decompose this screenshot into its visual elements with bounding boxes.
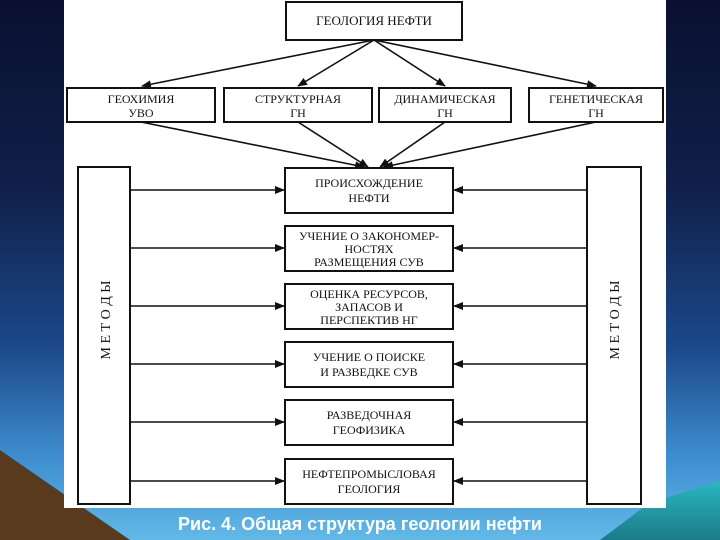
topic-exploration-theory: УЧЕНИЕ О ПОИСКЕ И РАЗВЕДКЕ СУВ (285, 342, 453, 387)
branch-dynamic: ДИНАМИЧЕСКАЯ ГН (379, 88, 511, 122)
arrow-title-to-genetic (374, 40, 596, 86)
methods-left-label: М Е Т О Д Ы (99, 281, 114, 360)
title-box: ГЕОЛОГИЯ НЕФТИ (286, 2, 462, 40)
branch-geochemistry-line2: УВО (128, 106, 154, 120)
topic-distribution-laws: УЧЕНИЕ О ЗАКОНОМЕР- НОСТЯХ РАЗМЕЩЕНИЯ СУ… (285, 226, 453, 271)
branch-genetic: ГЕНЕТИЧЕСКАЯ ГН (529, 88, 663, 122)
left-methods-arrows (130, 190, 284, 481)
topic-resource-assessment-line2: ЗАПАСОВ И (335, 300, 403, 314)
topic-oil-origin-line1: ПРОИСХОЖДЕНИЕ (315, 176, 423, 190)
branch-structural-line2: ГН (290, 106, 306, 120)
topic-distribution-laws-line3: РАЗМЕЩЕНИЯ СУВ (314, 255, 424, 269)
topic-exploration-geophysics: РАЗВЕДОЧНАЯ ГЕОФИЗИКА (285, 400, 453, 445)
topic-resource-assessment-line1: ОЦЕНКА РЕСУРСОВ, (310, 287, 428, 301)
right-methods-arrows (454, 190, 587, 481)
branch-geochemistry: ГЕОХИМИЯ УВО (67, 88, 215, 122)
branch-structural-line1: СТРУКТУРНАЯ (255, 92, 341, 106)
arrow-geochem-to-origin (141, 122, 364, 167)
topic-oilfield-geology-line1: НЕФТЕПРОМЫСЛОВАЯ (302, 467, 436, 481)
branch-genetic-line1: ГЕНЕТИЧЕСКАЯ (549, 92, 643, 106)
methods-right-box: М Е Т О Д Ы (587, 167, 641, 504)
branch-dynamic-line1: ДИНАМИЧЕСКАЯ (394, 92, 495, 106)
figure-caption: Рис. 4. Общая структура геологии нефти (0, 508, 720, 540)
topic-oil-origin-line2: НЕФТИ (348, 191, 390, 205)
topic-distribution-laws-line1: УЧЕНИЕ О ЗАКОНОМЕР- (299, 229, 439, 243)
arrow-genetic-to-origin (384, 122, 596, 167)
topic-distribution-laws-line2: НОСТЯХ (344, 242, 393, 256)
branch-arrows (141, 122, 596, 167)
methods-right-label: М Е Т О Д Ы (608, 281, 623, 360)
branch-genetic-line2: ГН (588, 106, 604, 120)
branch-structural: СТРУКТУРНАЯ ГН (224, 88, 372, 122)
topic-oilfield-geology: НЕФТЕПРОМЫСЛОВАЯ ГЕОЛОГИЯ (285, 459, 453, 504)
title-arrows (142, 40, 596, 86)
arrow-title-to-geochem (142, 40, 374, 86)
topic-exploration-geophysics-line2: ГЕОФИЗИКА (333, 423, 406, 437)
topic-oilfield-geology-line2: ГЕОЛОГИЯ (338, 482, 401, 496)
branch-geochemistry-line1: ГЕОХИМИЯ (108, 92, 175, 106)
topic-exploration-geophysics-line1: РАЗВЕДОЧНАЯ (327, 408, 412, 422)
topic-resource-assessment-line3: ПЕРСПЕКТИВ НГ (320, 313, 417, 327)
topic-exploration-theory-line1: УЧЕНИЕ О ПОИСКЕ (313, 350, 425, 364)
title-text: ГЕОЛОГИЯ НЕФТИ (316, 13, 432, 28)
methods-left-box: М Е Т О Д Ы (78, 167, 130, 504)
branch-dynamic-line2: ГН (437, 106, 453, 120)
topic-resource-assessment: ОЦЕНКА РЕСУРСОВ, ЗАПАСОВ И ПЕРСПЕКТИВ НГ (285, 284, 453, 329)
topic-oil-origin: ПРОИСХОЖДЕНИЕ НЕФТИ (285, 168, 453, 213)
topic-exploration-theory-line2: И РАЗВЕДКЕ СУВ (320, 365, 417, 379)
